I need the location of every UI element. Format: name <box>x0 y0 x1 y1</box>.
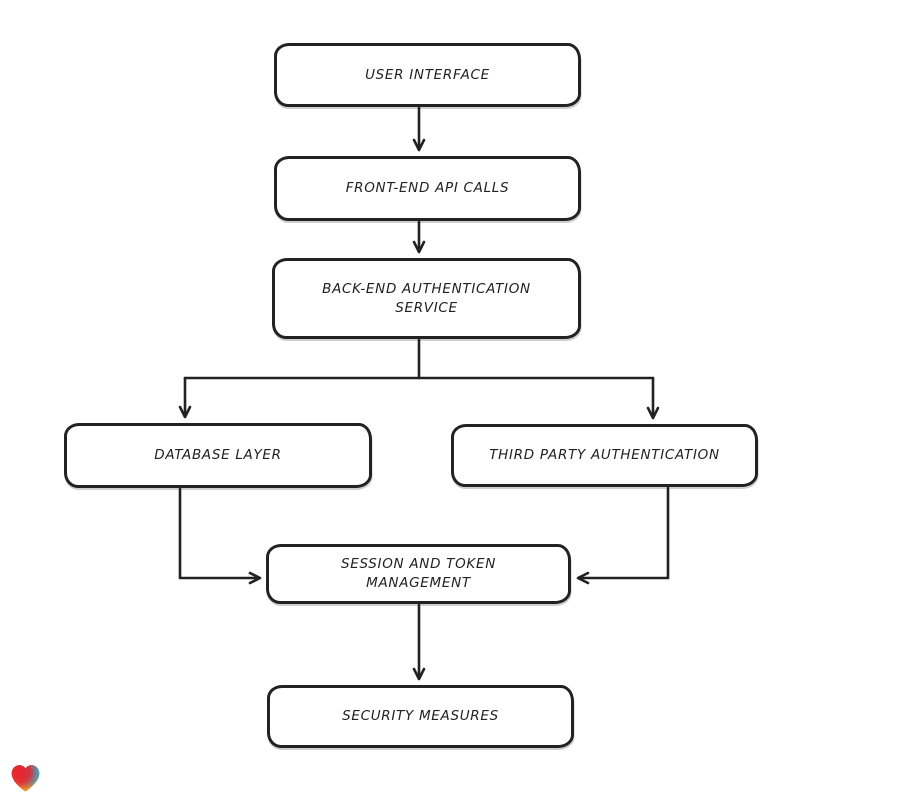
node-label: THIRD PARTY AUTHENTICATION <box>489 447 720 463</box>
node-third-party-authentication[interactable]: THIRD PARTY AUTHENTICATION <box>451 424 758 487</box>
heart-icon <box>11 765 40 792</box>
node-label: FRONT-END API CALLS <box>345 180 510 196</box>
node-back-end-authentication-service[interactable]: BACK-END AUTHENTICATION SERVICE <box>272 258 581 339</box>
node-label: SECURITY MEASURES <box>342 708 499 724</box>
node-user-interface[interactable]: USER INTERFACE <box>274 43 581 107</box>
node-label: DATABASE LAYER <box>154 447 282 463</box>
edge-thirdparty-to-session <box>576 486 670 585</box>
node-security-measures[interactable]: SECURITY MEASURES <box>267 685 574 748</box>
node-front-end-api-calls[interactable]: FRONT-END API CALLS <box>274 156 581 221</box>
node-database-layer[interactable]: DATABASE LAYER <box>64 423 372 488</box>
node-session-and-token-management[interactable]: SESSION AND TOKEN MANAGEMENT <box>266 544 571 604</box>
node-label: USER INTERFACE <box>365 66 490 83</box>
node-label: SESSION AND TOKEN MANAGEMENT <box>340 556 497 591</box>
node-label: BACK-END AUTHENTICATION SERVICE <box>322 280 531 316</box>
edge-database-to-session <box>178 487 262 585</box>
